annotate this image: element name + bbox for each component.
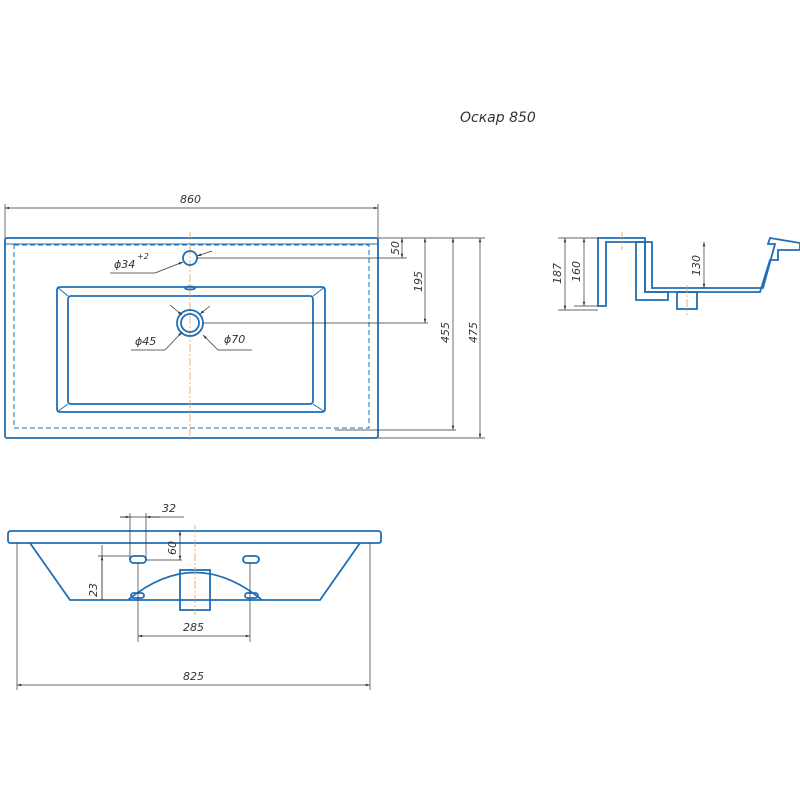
dim-drain-outer: ϕ70 (224, 333, 245, 346)
top-view: 860 ϕ34 +2 ϕ45 ϕ70 50 195 455 475 (4, 193, 485, 442)
dim-187: 187 (551, 263, 564, 284)
countertop-outline (4, 237, 379, 439)
drain-inner (180, 313, 200, 333)
mount-slot-right (242, 555, 260, 564)
basin-outer (56, 286, 326, 413)
front-drain (179, 569, 211, 611)
drawing-title: Оскар 850 (460, 110, 536, 126)
dim-60: 60 (166, 541, 179, 555)
dim-23: 23 (87, 583, 100, 597)
front-view: 32 60 23 285 825 (7, 502, 382, 690)
dim-285: 285 (183, 621, 204, 634)
hidden-outline (13, 244, 370, 429)
overflow-slot (184, 285, 196, 291)
dim-32: 32 (162, 502, 176, 515)
section-view: 187 160 130 (551, 232, 800, 315)
dim-50: 50 (389, 241, 402, 255)
dim-130: 130 (690, 255, 703, 276)
dim-195: 195 (412, 271, 425, 292)
dim-825: 825 (183, 670, 204, 683)
mount-slot-left (129, 555, 147, 564)
dim-width: 860 (180, 193, 201, 206)
dim-475: 475 (467, 322, 480, 343)
dim-455: 455 (439, 322, 452, 343)
dim-drain-inner: ϕ45 (135, 335, 156, 348)
dim-tap-tolerance: +2 (137, 252, 149, 261)
dim-tap-hole: ϕ34 (114, 258, 135, 271)
dim-160: 160 (570, 261, 583, 282)
basin-inner (67, 295, 314, 405)
